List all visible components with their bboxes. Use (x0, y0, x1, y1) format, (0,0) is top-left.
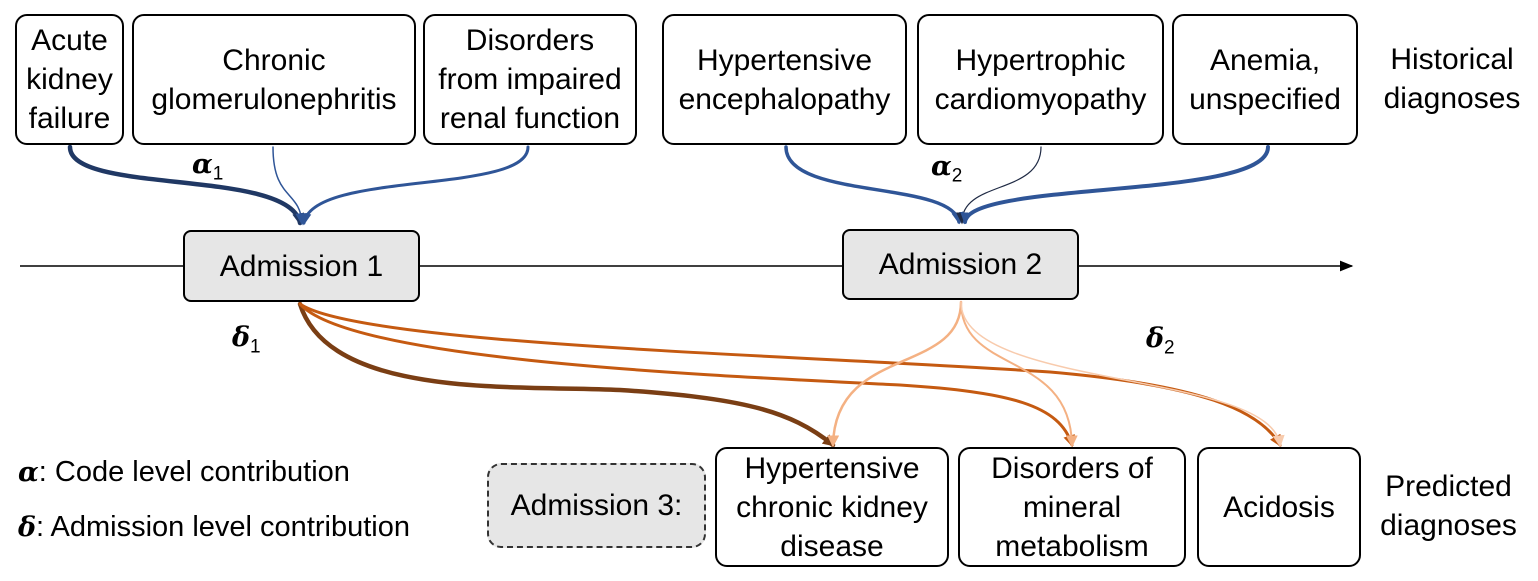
delta-2-symbol: δ2 (1146, 323, 1175, 359)
alpha-2-symbol: α2 (931, 151, 963, 187)
edge-adm2-to-acidosis (960, 301, 1285, 448)
predicted-box-mineral-metabolism: Disorders of mineral metabolism (958, 447, 1186, 567)
edge-glomerulonephritis-to-adm1 (272, 146, 308, 226)
admission-2-box: Admission 2 (842, 229, 1079, 300)
edge-adm2-to-ckd (827, 300, 963, 448)
historical-diagnoses-label: Historical diagnoses (1383, 43, 1521, 115)
alpha-1-symbol: α1 (192, 149, 224, 185)
legend-delta-text: : Admission level contribution (36, 511, 410, 543)
code-box-hypertrophic-cardiomyopathy: Hypertrophic cardiomyopathy (917, 14, 1164, 145)
code-box-disorders-impaired-renal: Disorders from impaired renal function (423, 14, 637, 145)
legend-alpha-text: : Code level contribution (38, 456, 350, 488)
edge-encephalopathy-to-adm2 (784, 145, 964, 225)
code-box-chronic-glomerulonephritis: Chronic glomerulonephritis (132, 14, 416, 145)
predicted-box-acidosis: Acidosis (1197, 447, 1361, 567)
legend-alpha-symbol: α (18, 457, 39, 488)
code-box-anemia-unspecified: Anemia, unspecified (1172, 14, 1358, 145)
code-box-hypertensive-encephalopathy: Hypertensive encephalopathy (662, 14, 907, 145)
admission-1-box: Admission 1 (183, 230, 420, 302)
predicted-diagnoses-label: Predicted diagnoses (1380, 470, 1517, 542)
edge-adm1-to-mineral (298, 302, 1075, 448)
code-box-acute-kidney-failure: Acute kidney failure (15, 14, 124, 145)
edge-anemia-to-adm2 (960, 145, 1270, 225)
edge-adm1-to-acidosis (298, 302, 1282, 448)
edge-adm2-to-mineral (960, 301, 1078, 448)
legend-delta: δ : Admission level contribution (18, 511, 410, 544)
edge-renal-function-to-adm1 (299, 145, 530, 226)
edge-acute-kidney-to-adm1 (67, 144, 305, 226)
predicted-box-hypertensive-ckd: Hypertensive chronic kidney disease (715, 447, 949, 567)
edge-cardiomyopathy-to-adm2 (956, 146, 1042, 225)
edge-adm1-to-ckd (297, 301, 836, 448)
delta-1-symbol: δ1 (232, 322, 261, 358)
legend-alpha: α : Code level contribution (18, 456, 350, 489)
legend-delta-symbol: δ (18, 512, 37, 543)
admission-3-box: Admission 3: (487, 463, 706, 548)
